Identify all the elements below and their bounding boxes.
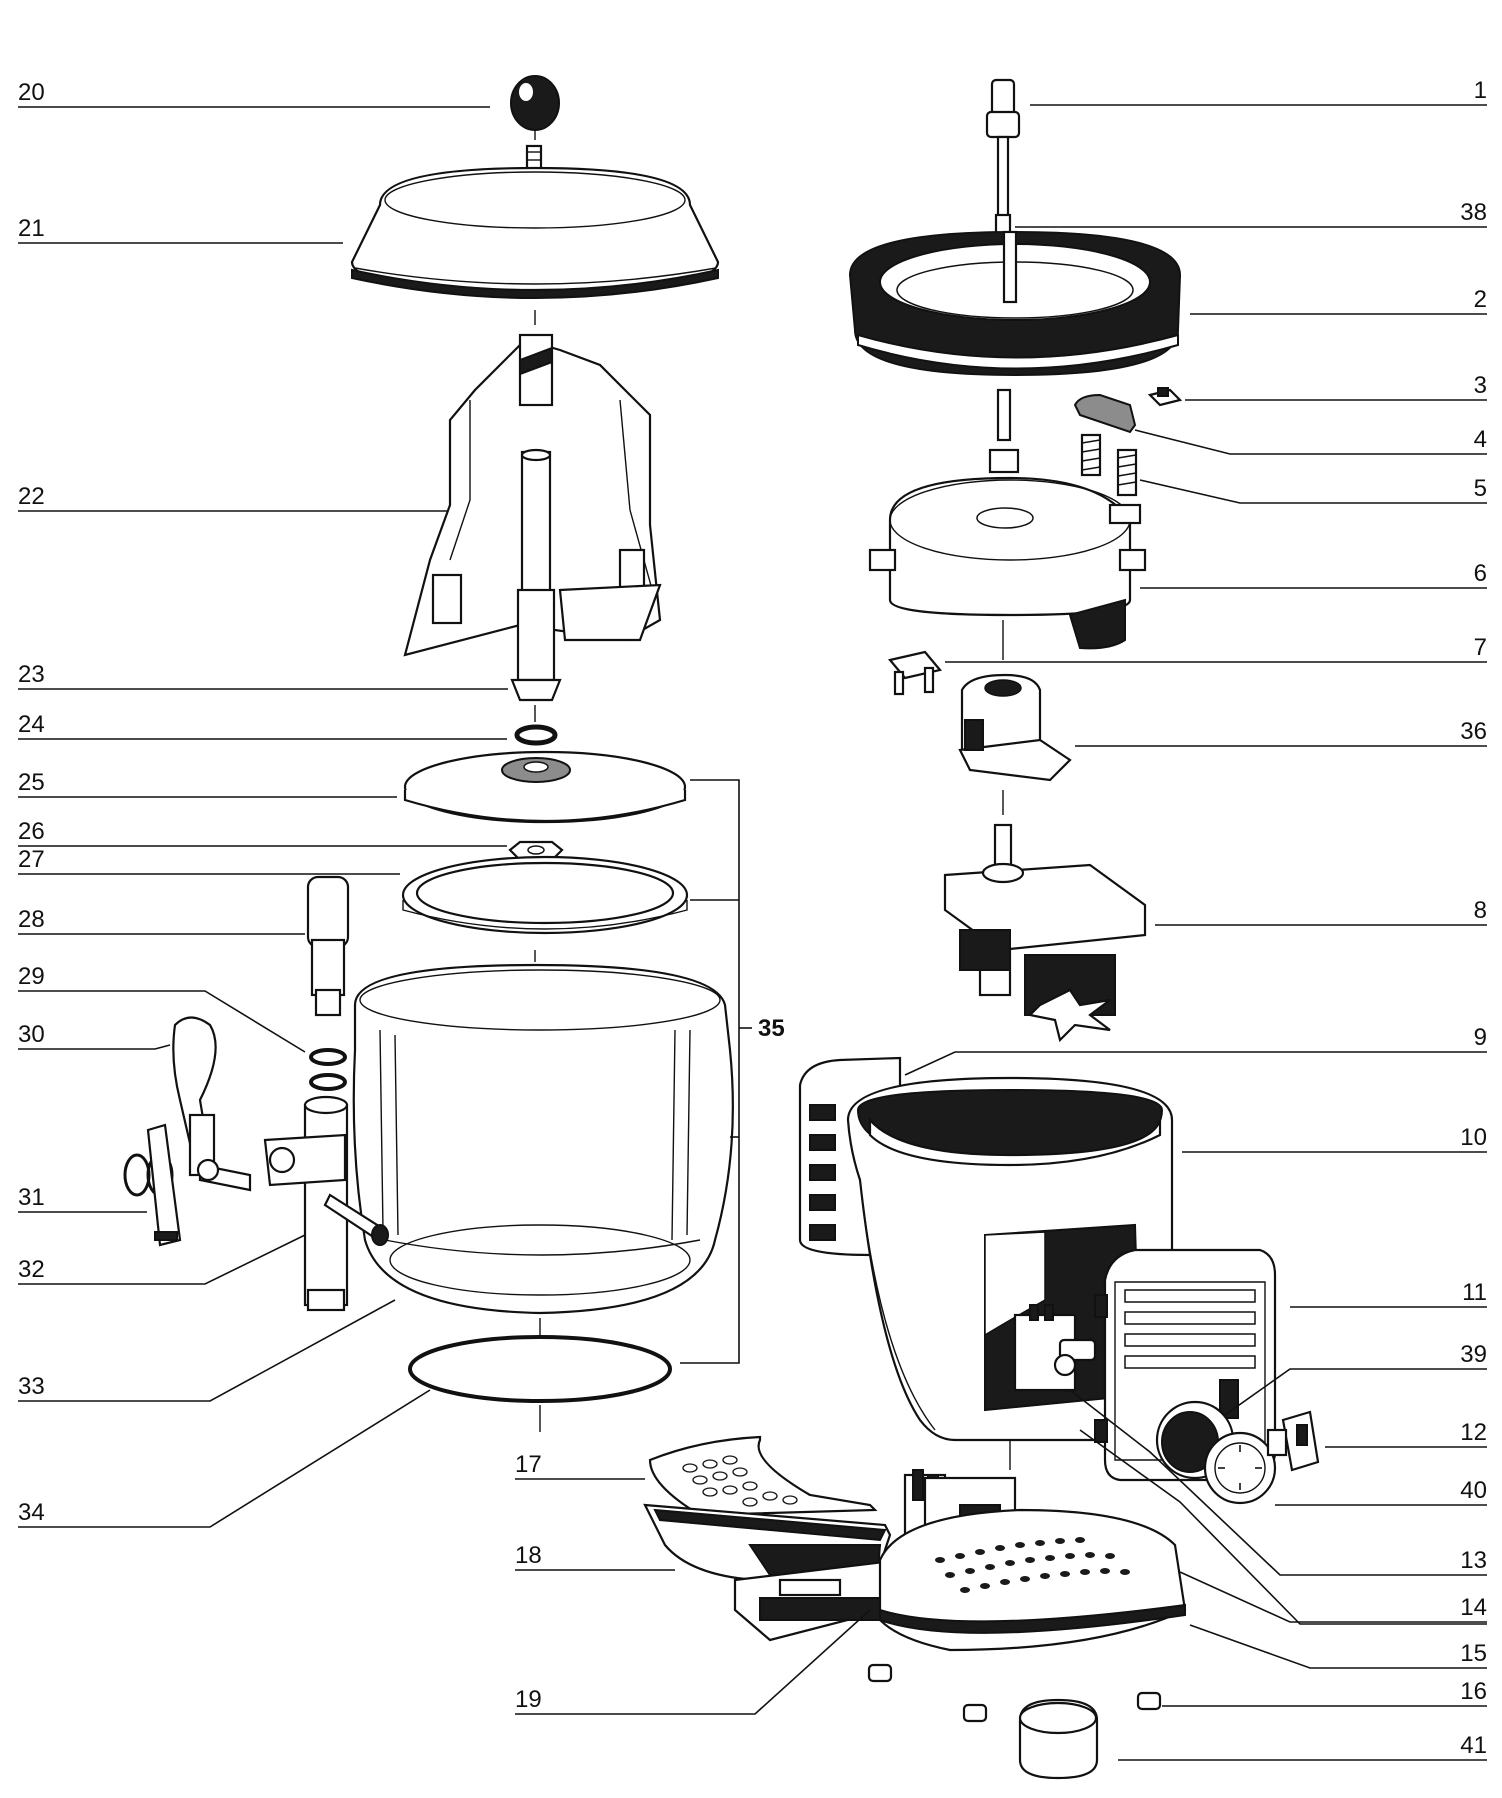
callout-24: 24 <box>18 711 45 738</box>
part-40-dial <box>1155 1400 1277 1505</box>
callout-15: 15 <box>1460 1640 1487 1667</box>
callout-19: 19 <box>515 1686 542 1713</box>
part-27-gasket <box>401 855 689 935</box>
part-12-switch <box>1266 1410 1320 1472</box>
part-3-clip <box>1147 387 1183 407</box>
part-23-stirrer-shaft <box>510 448 562 702</box>
callout-39: 39 <box>1460 1341 1487 1368</box>
callout-26: 26 <box>18 818 45 845</box>
part-34-seal-ring <box>408 1335 672 1403</box>
part-19-base-plate <box>733 1558 927 1642</box>
part-20-knob <box>510 75 560 176</box>
part-14-thermostat <box>1013 1304 1097 1392</box>
callout-11: 11 <box>1462 1279 1487 1306</box>
callout-21: 21 <box>18 215 45 242</box>
part-36-motor-mount <box>958 673 1072 782</box>
callout-27: 27 <box>18 846 45 873</box>
part-4-button <box>1073 393 1137 434</box>
callout-14: 14 <box>1460 1594 1487 1621</box>
callout-5: 5 <box>1474 475 1487 502</box>
callout-12: 12 <box>1460 1419 1487 1446</box>
part-16-feet <box>867 1663 1162 1723</box>
callout-10: 10 <box>1460 1124 1487 1151</box>
leader-lines <box>18 104 1487 1761</box>
callout-18: 18 <box>515 1542 542 1569</box>
callout-25: 25 <box>18 769 45 796</box>
callout-23: 23 <box>18 661 45 688</box>
callout-17: 17 <box>515 1451 542 1478</box>
part-26-nut <box>508 840 564 862</box>
part-5-springs <box>1080 433 1138 497</box>
part-41-foot <box>1018 1698 1099 1780</box>
part-7-bracket <box>888 650 942 696</box>
callout-6: 6 <box>1474 560 1487 587</box>
callout-2: 2 <box>1474 286 1487 313</box>
callout-8: 8 <box>1474 897 1487 924</box>
part-30-tap-handle <box>172 1016 252 1192</box>
part-21-lid <box>350 166 720 299</box>
callout-20: 20 <box>18 79 45 106</box>
callout-22: 22 <box>18 483 45 510</box>
callout-9: 9 <box>1474 1024 1487 1051</box>
part-29-o-rings <box>309 1048 347 1091</box>
part-shaft-nut <box>988 388 1020 474</box>
part-15-base <box>878 1508 1187 1652</box>
callout-29: 29 <box>18 963 45 990</box>
part-33-bowl <box>352 963 734 1315</box>
callout-38: 38 <box>1460 199 1487 226</box>
part-24-o-ring <box>514 724 558 746</box>
callout-32: 32 <box>18 1256 45 1283</box>
part-28-tap-body <box>306 875 350 1017</box>
callout-41: 41 <box>1460 1732 1487 1759</box>
part-32-tap-assembly <box>263 1095 389 1312</box>
callout-16: 16 <box>1460 1678 1487 1705</box>
part-17-drip-grid <box>648 1435 878 1517</box>
callout-36: 36 <box>1460 718 1487 745</box>
callout-4: 4 <box>1474 426 1487 453</box>
callout-3: 3 <box>1474 372 1487 399</box>
callout-30: 30 <box>18 1021 45 1048</box>
callout-40: 40 <box>1460 1477 1487 1504</box>
callout-28: 28 <box>18 906 45 933</box>
part-31-clip <box>123 1123 182 1247</box>
callout-1: 1 <box>1474 77 1487 104</box>
part-6-housing <box>868 476 1147 650</box>
callout-7: 7 <box>1474 634 1487 661</box>
part-25-cover-disc <box>403 750 687 824</box>
part-2-ring-cover <box>848 230 1182 377</box>
part-22-stirrer-blade <box>403 333 662 657</box>
axis-marks <box>534 130 1011 1470</box>
callout-33: 33 <box>18 1373 45 1400</box>
callout-34: 34 <box>18 1499 45 1526</box>
callout-labels: 20 21 22 23 24 25 26 27 28 29 30 31 32 3… <box>18 77 1487 1759</box>
callout-35: 35 <box>758 1015 785 1042</box>
part-11-rear-panel <box>1094 1248 1277 1482</box>
callout-31: 31 <box>18 1184 45 1211</box>
callout-13: 13 <box>1460 1547 1487 1574</box>
part-8-motor <box>943 823 1147 1043</box>
